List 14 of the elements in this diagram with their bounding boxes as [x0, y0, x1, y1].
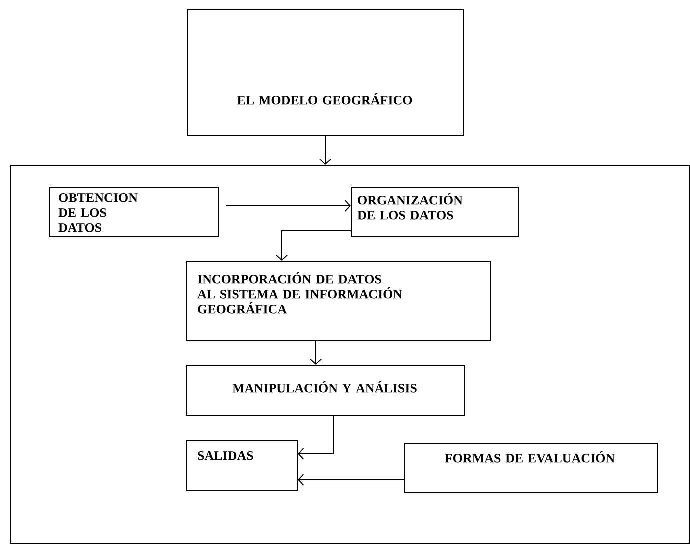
arrow — [298, 474, 404, 486]
arrow — [226, 200, 351, 212]
process-box: SALIDAS — [186, 440, 298, 491]
process-box: ORGANIZACIÓN DE LOS DATOS — [351, 187, 519, 237]
arrow — [320, 136, 332, 165]
arrow — [276, 230, 352, 261]
process-box: INCORPORACIÓN DE DATOS AL SISTEMA DE INFORMACIÓN GEOGRÁFICA — [186, 261, 491, 341]
arrow — [310, 340, 322, 365]
frame-box — [10, 165, 690, 544]
arrow — [298, 416, 334, 460]
process-box: MANIPULACIÓN Y ANÁLISIS — [186, 365, 465, 416]
process-box: OBTENCION DE LOS DATOS — [49, 187, 219, 237]
title-box: EL MODELO GEOGRÁFICO — [187, 9, 464, 136]
process-box: FORMAS DE EVALUACIÓN — [404, 443, 658, 493]
